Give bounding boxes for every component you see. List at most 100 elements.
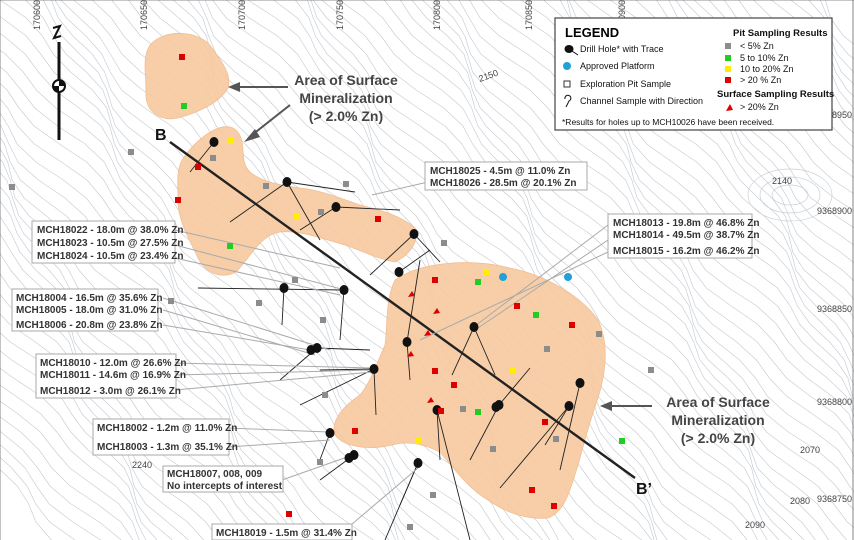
contour-line [321,0,816,540]
contour-line [411,0,854,493]
pit-sample [438,408,444,414]
pit-sample [432,277,438,283]
pit-sample [569,322,575,328]
pit-sample [430,492,436,498]
contour-line [0,137,374,540]
legend-channel: Channel Sample with Direction [580,96,703,106]
drill-hole-collar [331,202,341,212]
contour-line [0,82,406,540]
hole-label: MCH18006 - 20.8m @ 23.8% Zn [16,320,162,331]
legend-pit-range: > 20 % Zn [740,75,781,85]
drill-hole-collar [306,345,316,355]
contour-line [771,184,809,206]
legend-surface-range: > 20% Zn [740,102,779,112]
northing-label: 9368800 [817,397,852,407]
contour-line [422,0,854,475]
hole-label: MCH18002 - 1.2m @ 11.0% Zn [97,423,237,434]
easting-label: 170600 [32,0,42,30]
pit-sample [375,216,381,222]
pit-sample [490,446,496,452]
pit-sample [343,181,349,187]
pit-sample [195,164,201,170]
northing-label: 9368900 [817,206,852,216]
mineralization-zone-central [177,126,417,276]
contour-line [400,0,854,511]
pit-sample [322,392,328,398]
pit-sample [320,317,326,323]
pit-sample [460,406,466,412]
pit-sample [510,368,516,374]
hole-label: MCH18026 - 28.5m @ 20.1% Zn [430,178,576,189]
platform-marker [499,273,507,281]
contour-label: 2070 [800,445,820,455]
hole-label: MCH18022 - 18.0m @ 38.0% Zn [37,225,183,236]
contour-line [0,186,294,540]
drill-hole-icon [564,45,574,53]
drill-hole-collar [491,402,501,412]
hole-label: MCH18004 - 16.5m @ 35.6% Zn [16,293,162,304]
legend-pit-range: 5 to 10% Zn [740,53,789,63]
pit-sample [551,503,557,509]
contour-line [0,416,134,540]
pit-sample [533,312,539,318]
approved-platforms [499,273,572,281]
pit-sample-icon [563,80,571,88]
northing-label: 9368750 [817,494,852,504]
contour-line [0,400,140,540]
surface-sample-marker [408,291,415,297]
mineralization-zone-north [144,32,230,120]
pit-sample [228,138,234,144]
pit-sample [514,303,520,309]
contour-line [0,124,390,540]
pit-sample [415,438,421,444]
contour-label: 2140 [772,176,792,186]
pit-sample [128,149,134,155]
surface-sample-marker [427,397,434,403]
contour-label: 2090 [745,520,765,530]
surface-sample-marker [407,351,414,357]
hole-label: MCH18012 - 3.0m @ 26.1% Zn [40,386,181,397]
pit-sample [292,277,298,283]
drill-hole-collar [394,267,404,277]
drill-hole-collar [413,458,423,468]
surface-sample-icon [726,104,733,111]
contour-line [310,0,793,540]
pit-sample [432,368,438,374]
contour-line [0,384,147,540]
pit-sample [542,419,548,425]
contour-line [339,0,829,540]
surface-sample-marker [424,330,431,336]
pit-sample [475,279,481,285]
callout-south: Area of Surface Mineralization (> 2.0% Z… [600,394,770,446]
legend-pit-range: 10 to 20% Zn [740,64,794,74]
pit-sample [210,155,216,161]
contour-line [447,0,854,443]
label-leader-lines [162,181,609,531]
drill-hole-collar [344,453,354,463]
callout-north: Area of Surface Mineralization (> 2.0% Z… [228,72,398,142]
legend-pit: Exploration Pit Sample [580,79,671,89]
legend-note: *Results for holes up to MCH10026 have b… [562,117,774,127]
hole-labels: MCH18025 - 4.5m @ 11.0% Zn MCH18026 - 28… [11,161,759,540]
contour-line [295,0,768,540]
contour-line [0,430,122,540]
pit-sample [451,382,457,388]
easting-label: 170850 [524,0,534,30]
drill-hole-collar [282,177,292,187]
north-arrow-icon [52,24,66,140]
contour-line [747,168,833,222]
hole-label: MCH18007, 008, 009 [167,469,263,480]
contour-line [753,0,854,109]
hole-label: MCH18013 - 19.8m @ 46.8% Zn [613,218,759,229]
pit-sample [317,459,323,465]
drill-hole-collar [279,283,289,293]
pit-sample [483,269,489,275]
legend-drill-hole: Drill Hole* with Trace [580,44,664,54]
legend-title: LEGEND [565,25,619,40]
hole-label: MCH18005 - 18.0m @ 31.0% Zn [16,305,162,316]
hole-label: MCH18010 - 12.0m @ 26.6% Zn [40,358,186,369]
callout-south-line3: (> 2.0% Zn) [681,430,755,446]
contour-line [42,0,519,540]
